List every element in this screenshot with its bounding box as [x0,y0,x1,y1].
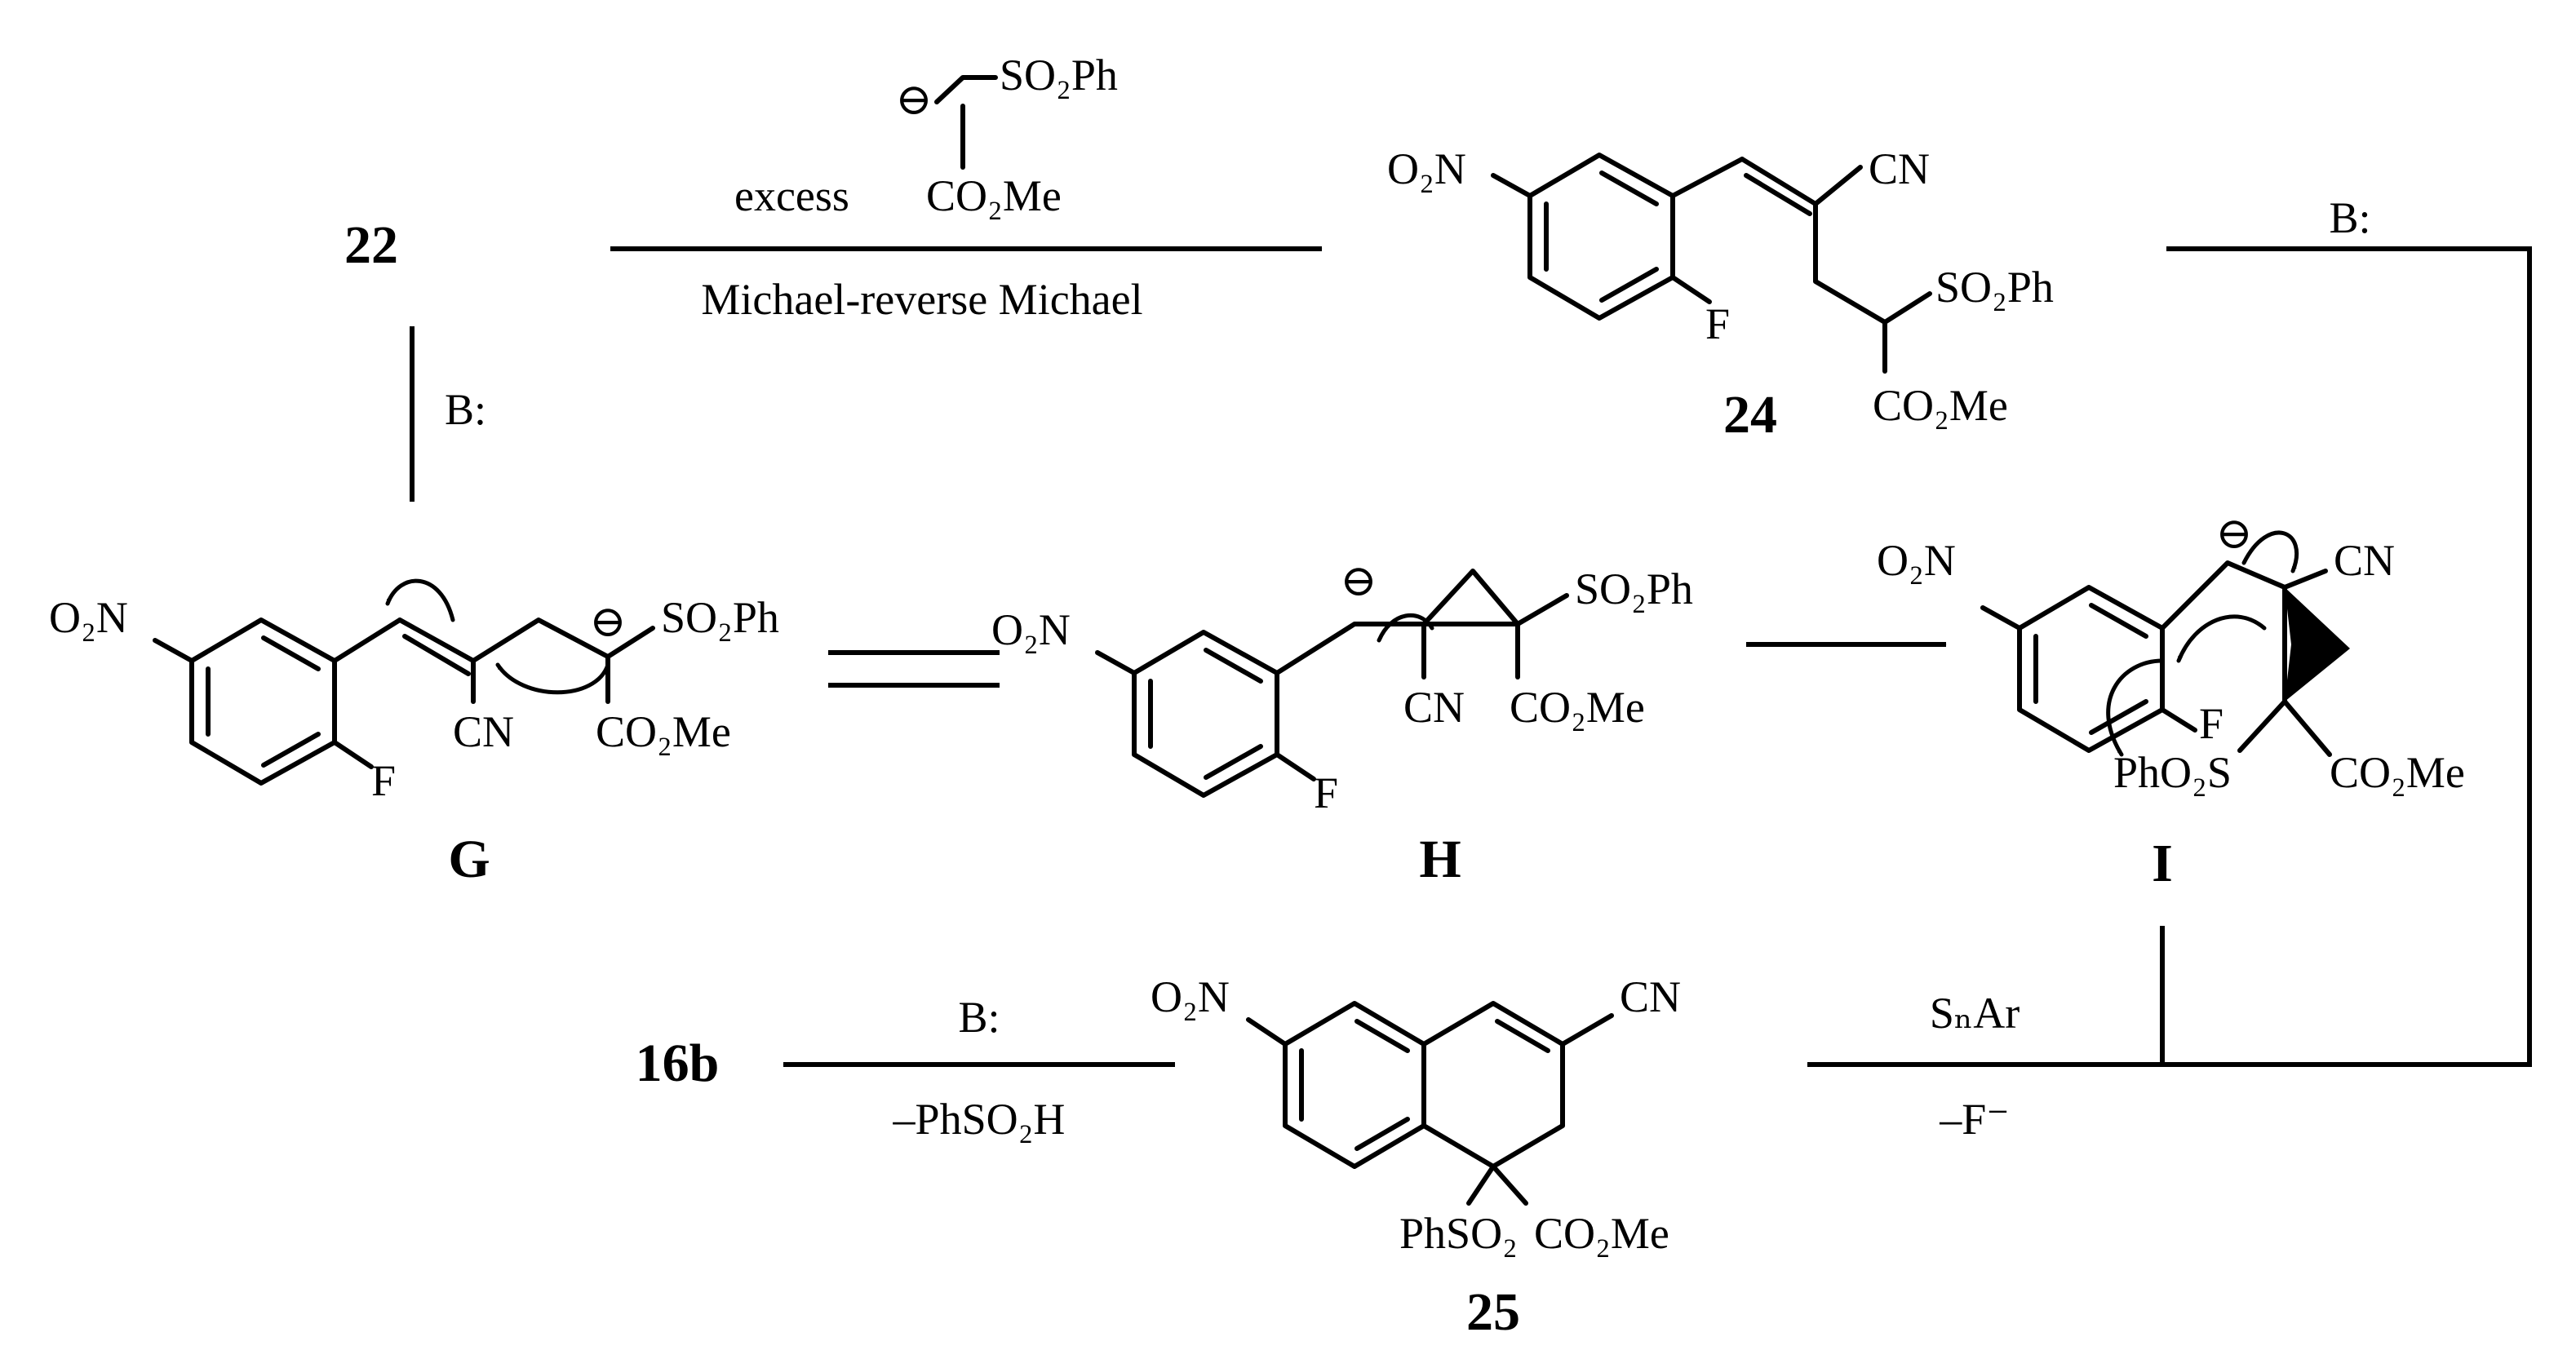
f-label-24: F [1705,299,1730,348]
base-label-top-right: B: [2329,193,2370,242]
snar-label: SₙAr [1930,989,2020,1038]
charge-i: ⊖ [2215,509,2252,558]
anion-charge: ⊖ [895,75,932,124]
compound-24-label: 24 [1723,385,1777,445]
o2n-label-24: O₂N [1387,144,1466,193]
compound-h-label: H [1419,830,1461,889]
base-label-down: B: [445,385,486,434]
f-label-i: F [2199,699,2224,748]
cn-label-g: CN [453,707,514,756]
f-label-g: F [371,756,396,805]
f-label-h: F [1314,768,1338,817]
so2ph-label-h: SO₂Ph [1575,564,1693,613]
so2ph-label-24: SO₂Ph [1935,263,2054,312]
phso2h-label: –PhSO₂H [893,1095,1066,1144]
compound-i-label: I [2152,834,2173,893]
charge-g: ⊖ [589,597,626,646]
excess-label: excess [734,171,849,220]
o2n-label-g: O₂N [49,593,128,642]
compound-22-label: 22 [344,215,398,275]
pho2s-label-i: PhO₂S [2113,748,2232,797]
co2me-label-24: CO₂Me [1873,381,2008,430]
structure-i: O₂N F ⊖ CN PhO₂S CO₂Me [1877,509,2465,797]
anion-co2me-label: CO₂Me [926,171,1062,220]
compound-16b-label: 16b [636,1034,720,1093]
structure-24: O₂N F CN SO₂Ph CO₂Me [1387,144,2054,430]
co2me-label-g: CO₂Me [596,707,731,756]
o2n-label-h: O₂N [991,605,1071,654]
charge-h: ⊖ [1340,556,1377,605]
so2ph-label-g: SO₂Ph [661,593,779,642]
fluoride-label: –F⁻ [1939,1095,2010,1144]
cn-label-25: CN [1620,972,1681,1021]
phso2-label-25: PhSO₂ [1399,1209,1518,1258]
structure-g: O₂N F CN ⊖ SO₂Ph CO₂Me [49,578,779,805]
co2me-label-i: CO₂Me [2330,748,2465,797]
cn-label-i: CN [2334,536,2395,585]
cn-label-h: CN [1403,683,1465,732]
co2me-label-25: CO₂Me [1534,1209,1669,1258]
cn-label-24: CN [1869,144,1930,193]
structure-25: O₂N CN PhSO₂ CO₂Me [1151,972,1681,1258]
o2n-label-25: O₂N [1151,972,1230,1021]
compound-g-label: G [448,830,490,889]
structure-h: O₂N F ⊖ CN SO₂Ph CO₂Me [991,556,1693,817]
o2n-label-i: O₂N [1877,536,1956,585]
michael-label: Michael-reverse Michael [701,275,1142,324]
anion-so2ph-label: SO₂Ph [1000,51,1118,100]
compound-25-label: 25 [1466,1282,1520,1342]
base-label-bottom: B: [958,993,1000,1042]
path-24-to-snar [2166,246,2532,1067]
co2me-label-h: CO₂Me [1510,683,1645,732]
reagent-anion: ⊖ SO₂Ph excess CO₂Me [734,51,1118,220]
